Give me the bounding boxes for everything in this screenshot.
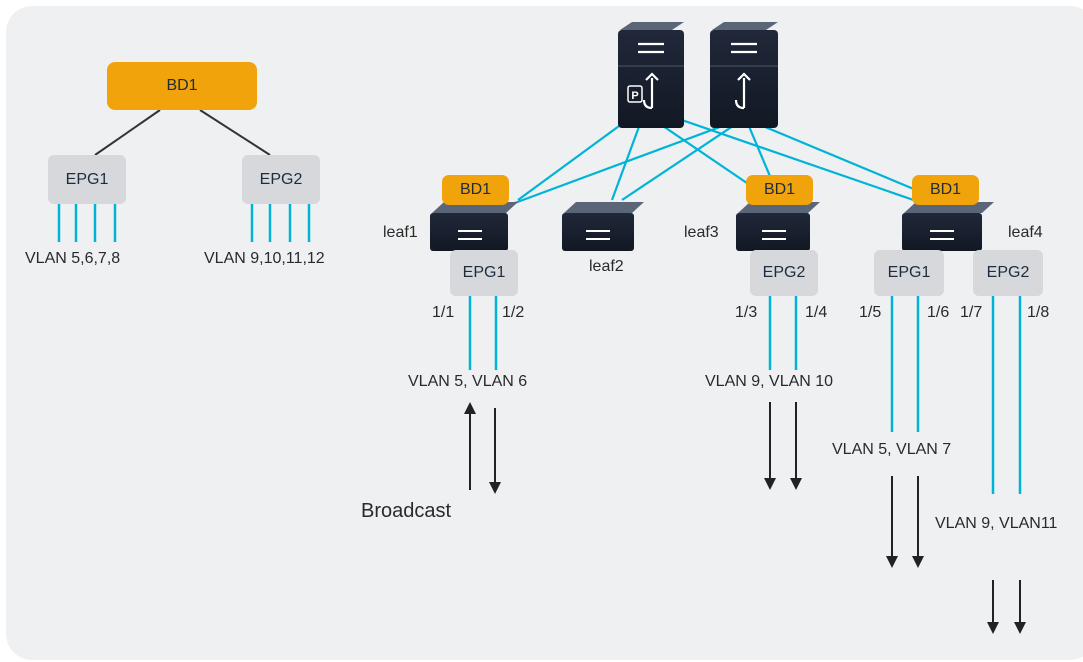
leaf4-epg1-node: EPG1: [874, 250, 944, 296]
leaf4-epg2-vlan-label: VLAN 9, VLAN11: [935, 515, 1058, 532]
arrow-down-icon: [489, 482, 501, 494]
port-label: 1/2: [502, 304, 525, 321]
fabric-links: [511, 116, 953, 207]
port-label: 1/5: [859, 304, 882, 321]
arrow-down-icon: [886, 556, 898, 568]
access-links: [468, 296, 1022, 494]
epg1-node: EPG1: [48, 155, 126, 204]
spine-switch-1-icon: P: [618, 22, 684, 128]
traffic-arrows: [469, 402, 1021, 624]
arrow-down-icon: [764, 478, 776, 490]
leaf1-vlan-label: VLAN 5, VLAN 6: [408, 373, 528, 390]
epg2-vlan-label: VLAN 9,10,11,12: [204, 250, 325, 267]
port-label: 1/8: [1027, 304, 1050, 321]
diagram-background: [6, 6, 1083, 660]
epg1-vlan-label: VLAN 5,6,7,8: [25, 250, 121, 267]
port-label: 1/3: [735, 304, 758, 321]
port-label: 1/6: [927, 304, 950, 321]
port-label: 1/4: [805, 304, 828, 321]
leaf1-bd-badge: BD1: [442, 175, 509, 205]
spine-switch-2-icon: [710, 22, 778, 128]
leaf4-epg1-vlan-label: VLAN 5, VLAN 7: [832, 441, 952, 458]
bd-node: BD1: [107, 62, 257, 110]
leaf1-epg-node: EPG1: [450, 250, 518, 296]
leaf3-switch-icon: [736, 202, 820, 251]
leaf3-epg-node: EPG2: [750, 250, 818, 296]
leaf1-label: leaf1: [383, 224, 418, 241]
port-label: 1/1: [432, 304, 455, 321]
arrow-down-icon: [912, 556, 924, 568]
arrow-down-icon: [987, 622, 999, 634]
leaf2-switch-icon: [562, 202, 644, 251]
arrow-down-icon: [790, 478, 802, 490]
epg1-vlan-lines: [57, 204, 117, 242]
port-label: 1/7: [960, 304, 983, 321]
broadcast-label: Broadcast: [361, 500, 452, 522]
arrow-heads: [464, 402, 1026, 634]
arrow-down-icon: [1014, 622, 1026, 634]
leaf3-vlan-label: VLAN 9, VLAN 10: [705, 373, 834, 390]
leaf1-switch-icon: [430, 202, 518, 251]
leaf4-epg2-node: EPG2: [973, 250, 1043, 296]
leaf3-label: leaf3: [684, 224, 719, 241]
epg2-node: EPG2: [242, 155, 320, 204]
tree-links: [94, 109, 271, 156]
leaf3-bd-badge: BD1: [746, 175, 813, 205]
leaf4-bd-badge: BD1: [912, 175, 979, 205]
leaf4-label: leaf4: [1008, 224, 1043, 241]
leaf2-label: leaf2: [589, 258, 624, 275]
epg2-vlan-lines: [250, 204, 311, 242]
spine-p-badge: P: [631, 90, 638, 102]
arrow-up-icon: [464, 402, 476, 414]
leaf4-switch-icon: [902, 202, 994, 251]
